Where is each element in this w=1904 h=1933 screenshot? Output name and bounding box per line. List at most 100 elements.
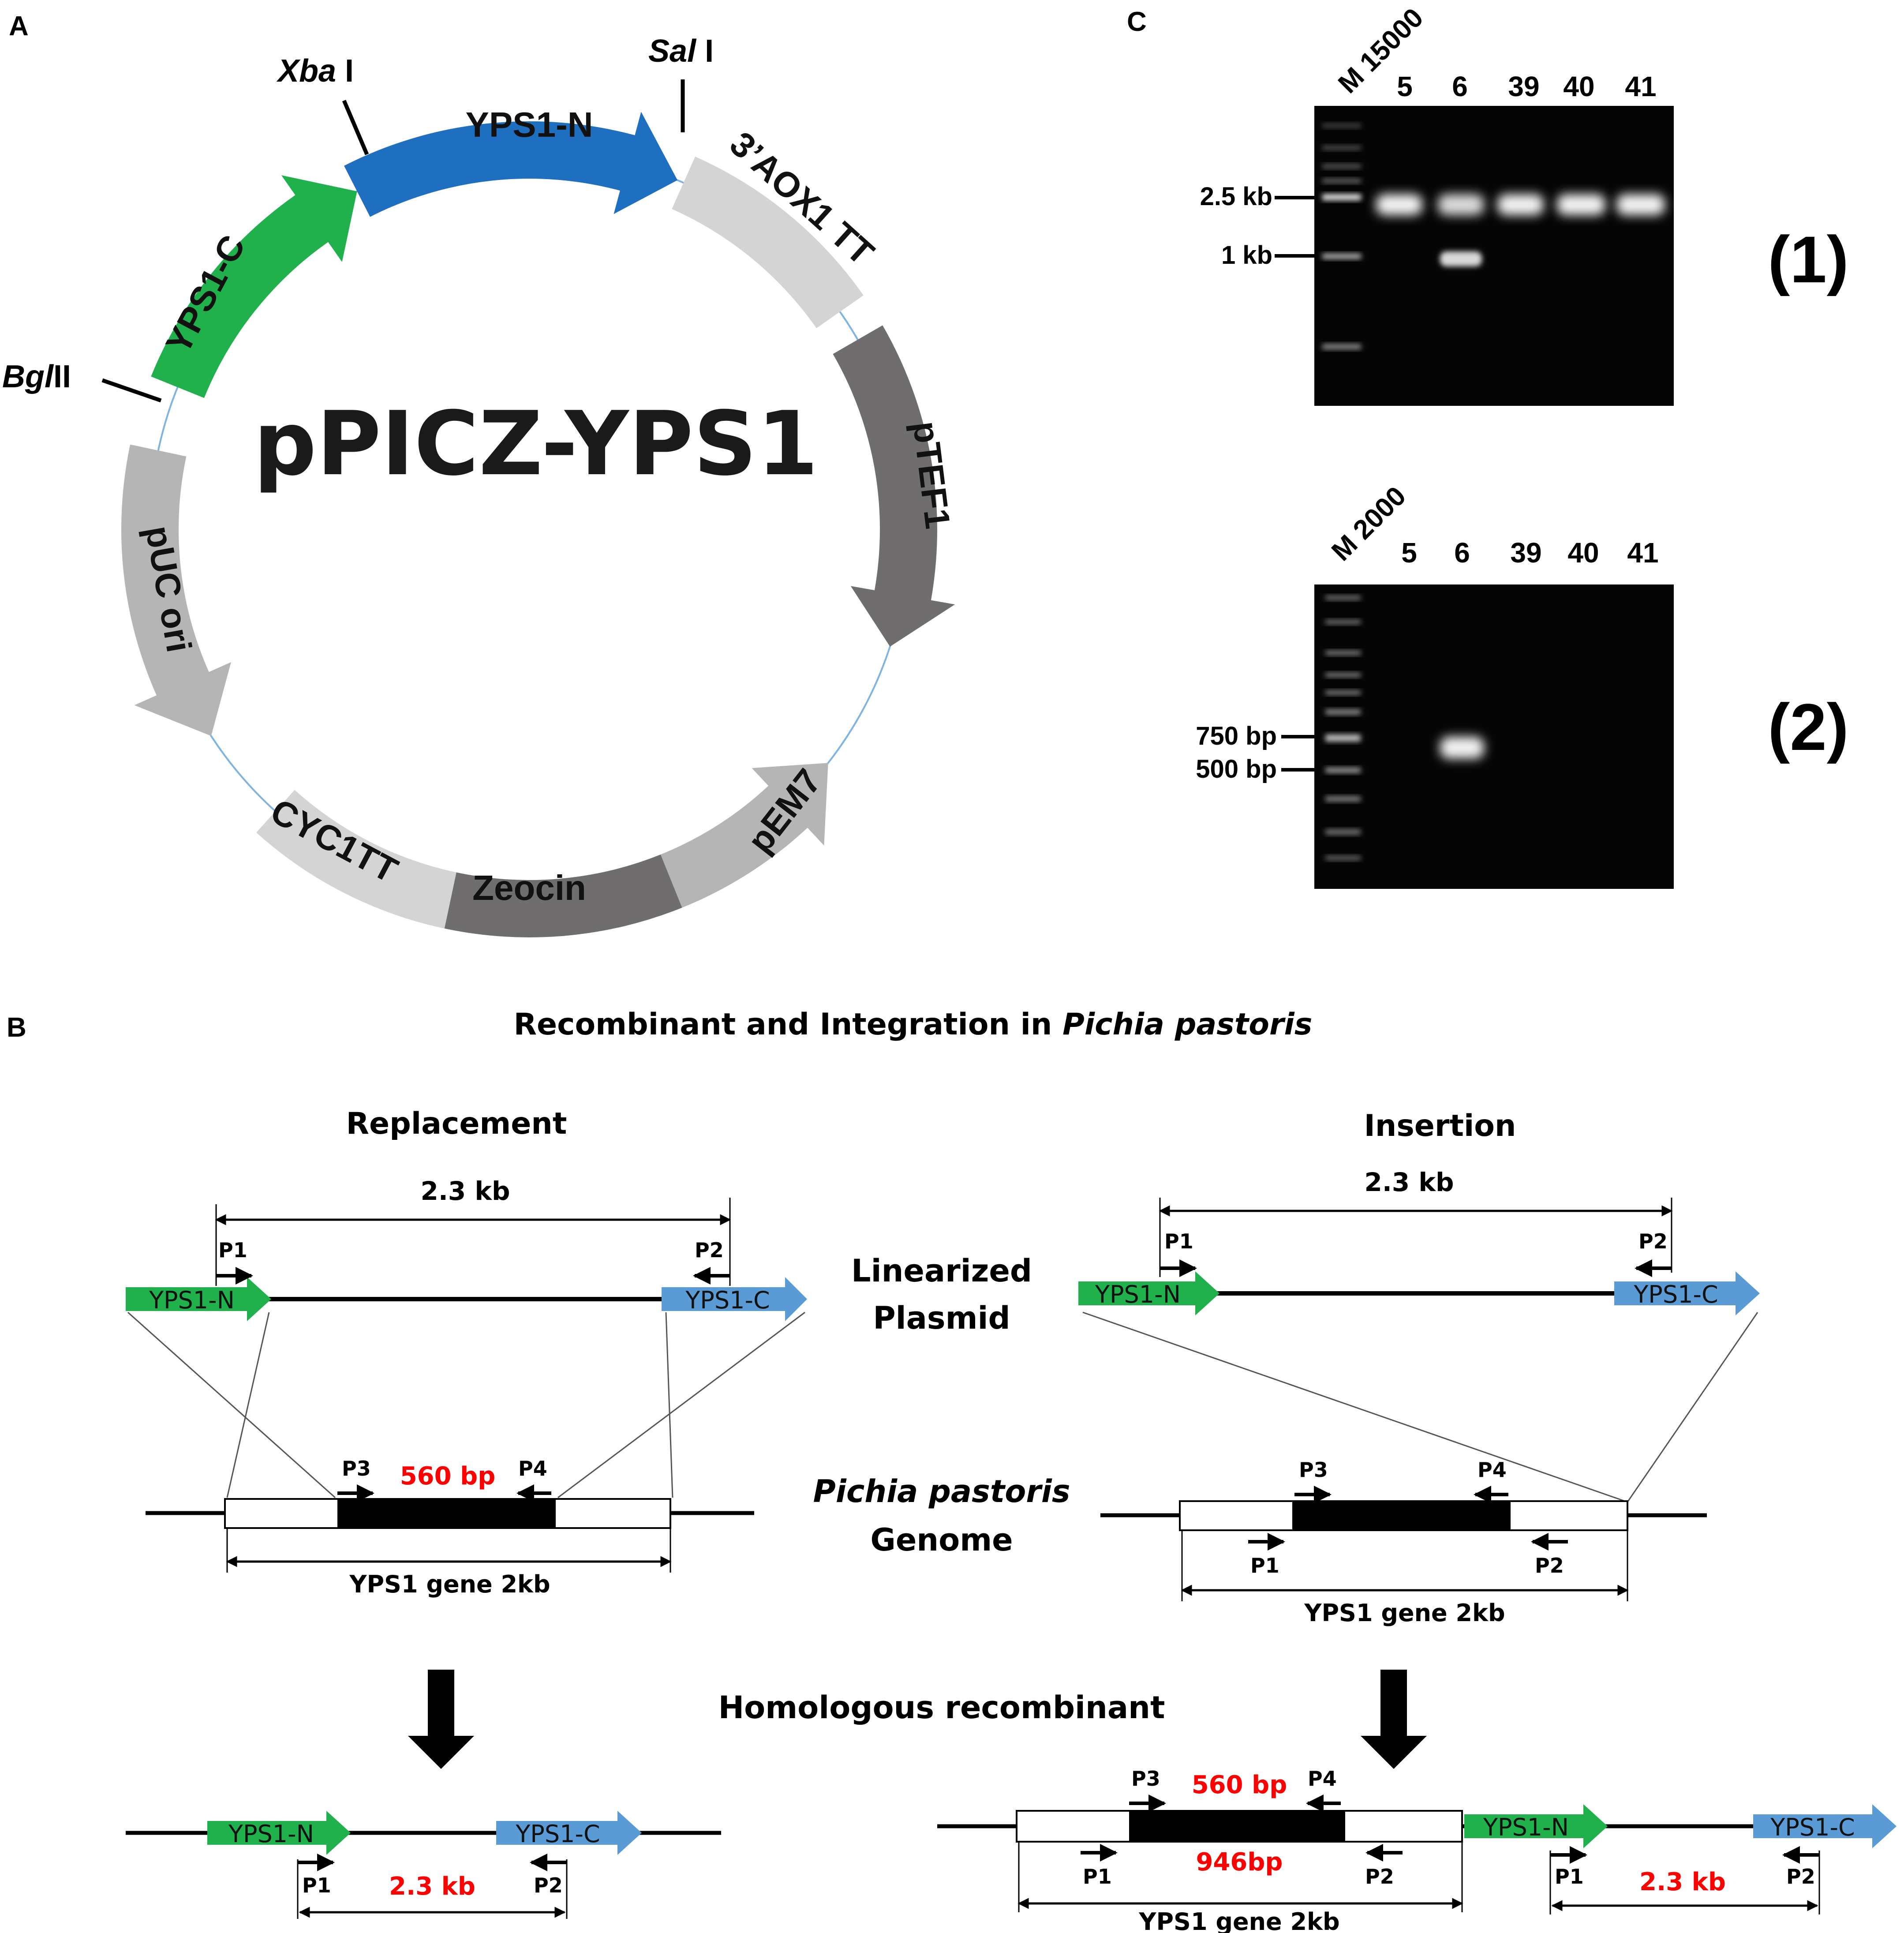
bglii-site-tick xyxy=(101,378,162,403)
replacement-plasmid: 2.3 kb YPS1-N YPS1-C P1 P2 xyxy=(126,1176,807,1321)
yps1c-arrow xyxy=(496,1811,642,1855)
yps1c-arc xyxy=(151,175,357,398)
gel-2-lane-label: 6 xyxy=(1454,537,1470,569)
aox1-arc xyxy=(672,156,864,329)
primer-label: P4 xyxy=(518,1457,547,1480)
yps1n-label: YPS1-N xyxy=(149,1286,235,1314)
xbai-site-tick xyxy=(342,100,369,155)
gel-2-lane-label: 39 xyxy=(1510,537,1541,569)
panel-label-b: B xyxy=(7,1012,26,1043)
pem7-arc xyxy=(660,763,828,908)
yps1n-arrow xyxy=(126,1277,271,1321)
primer-label: P2 xyxy=(534,1873,563,1897)
sali-site-label: Sal I xyxy=(648,34,714,69)
gel-1-marker-label: M 15000 xyxy=(1332,2,1429,99)
gel-1-size-label: 2.5 kb xyxy=(1200,182,1272,211)
insertion-recombinant: 560 bp 946bp P3 P4 P1 P2 YPS1 gene 2kb Y… xyxy=(937,1767,1897,1933)
yps1n-arc xyxy=(344,112,678,217)
gel-1-bands xyxy=(1376,194,1665,266)
primer-label: P1 xyxy=(302,1873,331,1897)
replacement-crossover-lines xyxy=(127,1311,805,1498)
span-label: 2.3 kb xyxy=(1364,1167,1454,1197)
primer-label: P3 xyxy=(1299,1458,1328,1482)
primer-label: P1 xyxy=(1250,1554,1279,1577)
yps1n-arrow xyxy=(207,1811,351,1855)
gel-1-lane-label: 5 xyxy=(1397,71,1413,102)
gel-1-lane-label: 39 xyxy=(1508,71,1539,102)
primer-label: P2 xyxy=(1535,1554,1564,1577)
replacement-genome: 560 bp P3 P4 YPS1 gene 2kb xyxy=(146,1457,754,1598)
schematic-title: Recombinant and Integration in Pichia pa… xyxy=(514,1007,1313,1042)
deleted-region xyxy=(337,1499,556,1528)
feature-label-yps1n: YPS1-N xyxy=(466,105,593,144)
gel-2-lane-label: 5 xyxy=(1401,537,1417,569)
zeocin-arc xyxy=(444,854,682,937)
primer-label: P1 xyxy=(1083,1865,1112,1888)
primer-label: P1 xyxy=(1164,1229,1193,1253)
homologous-recombinant-label: Homologous recombinant xyxy=(718,1690,1165,1726)
yps1c-arrow xyxy=(1753,1804,1897,1848)
yps1n-label: YPS1-N xyxy=(1095,1281,1181,1308)
gel-1-panel-label: (1) xyxy=(1768,222,1848,296)
linearized-plasmid-label-line2: Plasmid xyxy=(873,1300,1010,1336)
plasmid-name: pPICZ-YPS1 xyxy=(254,393,819,495)
gel-2: 750 bp 500 bp M 2000 5 6 39 40 41 (2) xyxy=(1196,481,1849,889)
gel-1-size-label: 1 kb xyxy=(1221,241,1272,270)
yps1-gene-label: YPS1 gene 2kb xyxy=(1304,1599,1505,1627)
primer-label: P1 xyxy=(218,1238,247,1262)
size-560-label: 560 bp xyxy=(400,1462,496,1491)
panel-label-c: C xyxy=(1127,7,1147,37)
gel-1-image xyxy=(1314,106,1674,406)
replacement-recombinant: YPS1-N YPS1-C P1 P2 2.3 kb xyxy=(126,1811,721,1919)
gel-2-panel-label: (2) xyxy=(1768,690,1848,764)
puc-ori-arc xyxy=(121,444,231,736)
insertion-crossover-lines xyxy=(1082,1311,1758,1503)
gel-2-lane-label: 41 xyxy=(1627,537,1658,569)
yps1n-arrow xyxy=(1078,1271,1219,1315)
primer-label: P2 xyxy=(695,1238,724,1262)
size-23kb-label: 2.3 kb xyxy=(1639,1868,1726,1896)
genome-label-line2: Genome xyxy=(870,1522,1013,1558)
size-946-label: 946bp xyxy=(1196,1848,1283,1877)
genome-label-line1: Pichia pastoris xyxy=(813,1473,1070,1510)
gel-1-lane-label: 41 xyxy=(1625,71,1656,102)
yps1c-label: YPS1-C xyxy=(685,1286,770,1314)
primer-label: P4 xyxy=(1478,1458,1507,1482)
gel-1-lane-label: 6 xyxy=(1452,71,1468,102)
primer-label: P2 xyxy=(1638,1229,1668,1253)
plasmid-features xyxy=(121,112,955,937)
gel-2-ladder xyxy=(1325,596,1361,860)
feature-label-zeocin: Zeocin xyxy=(472,868,586,907)
bglii-site-label: BglII xyxy=(2,359,71,394)
gel-1-ladder xyxy=(1322,124,1361,349)
yps1-gene-label: YPS1 gene 2kb xyxy=(349,1570,550,1598)
size-23kb-label: 2.3 kb xyxy=(389,1872,475,1901)
xbai-site-label: Xba I xyxy=(276,53,354,89)
cyc1tt-arc xyxy=(256,790,456,929)
primer-label: P3 xyxy=(1131,1767,1160,1791)
ptef1-arc xyxy=(833,325,955,647)
insertion-plasmid: 2.3 kb YPS1-N YPS1-C P1 P2 xyxy=(1078,1167,1760,1315)
yps1c-label: YPS1-C xyxy=(1633,1281,1718,1308)
gel-2-size-label: 500 bp xyxy=(1196,755,1277,783)
yps1c-arrow xyxy=(662,1277,807,1321)
gel-2-lane-label: 40 xyxy=(1567,537,1599,569)
primer-label: P2 xyxy=(1365,1865,1394,1888)
primer-label: P4 xyxy=(1308,1767,1337,1791)
yps1n-label: YPS1-N xyxy=(1483,1813,1569,1841)
gel-1: 2.5 kb 1 kb M 15000 5 6 39 40 41 (1) xyxy=(1200,2,1849,406)
size-560-label: 560 bp xyxy=(1192,1771,1287,1799)
span-label: 2.3 kb xyxy=(420,1176,510,1206)
down-arrow-insertion xyxy=(1361,1670,1427,1769)
insertion-title: Insertion xyxy=(1364,1109,1516,1143)
insertion-genome: P3 P4 P1 P2 YPS1 gene 2kb xyxy=(1100,1458,1707,1627)
primer-label: P3 xyxy=(342,1457,371,1480)
gel-2-marker-label: M 2000 xyxy=(1326,481,1412,567)
gel-2-band xyxy=(1440,737,1484,759)
gel-1-lane-label: 40 xyxy=(1563,71,1594,102)
primer-label: P1 xyxy=(1555,1865,1584,1888)
primer-label: P2 xyxy=(1786,1865,1815,1888)
yps1-gene-label: YPS1 gene 2kb xyxy=(1138,1908,1339,1933)
panel-label-a: A xyxy=(9,11,29,41)
